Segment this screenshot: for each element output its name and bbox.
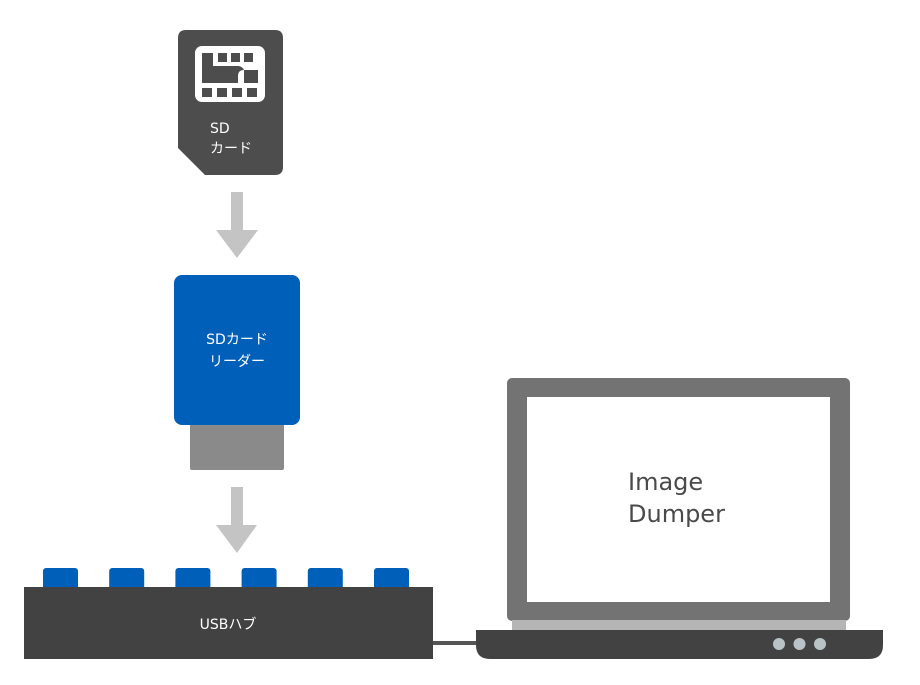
usb-port (109, 568, 145, 592)
indicator-dot (814, 638, 826, 650)
laptop-screen-title-line1: Image (628, 468, 703, 496)
usb-port (307, 568, 343, 592)
reader-connector (190, 420, 284, 470)
sd-chip-icon (195, 46, 265, 102)
indicator-dot (773, 638, 785, 650)
reader-body (174, 275, 300, 425)
arrow-down-icon (216, 192, 258, 258)
arrow-down-icon (216, 487, 257, 553)
usb-port (175, 568, 211, 592)
usb-hub-label: USBハブ (200, 616, 257, 633)
usb-hub-body (24, 587, 433, 659)
usb-hub-ports (43, 568, 409, 592)
sd-card-label-line1: SD (210, 121, 230, 137)
laptop: Image Dumper (476, 378, 883, 659)
reader-label-line1: SDカード (206, 332, 268, 348)
reader-label-line2: リーダー (209, 354, 265, 370)
laptop-screen (527, 397, 830, 602)
indicator-dot (793, 638, 806, 650)
sd-card-reader: SDカード リーダー (174, 275, 300, 470)
laptop-hinge (512, 620, 846, 630)
sd-card: SD カード (178, 30, 283, 175)
laptop-screen-title-line2: Dumper (628, 500, 725, 528)
usb-port (374, 568, 409, 592)
laptop-indicator-dots (773, 638, 826, 650)
laptop-base (476, 630, 883, 659)
sd-card-label-line2: カード (210, 141, 252, 157)
usb-hub: USBハブ (24, 568, 433, 659)
usb-cable (432, 641, 482, 645)
usb-port (241, 568, 277, 592)
usb-port (43, 568, 78, 592)
